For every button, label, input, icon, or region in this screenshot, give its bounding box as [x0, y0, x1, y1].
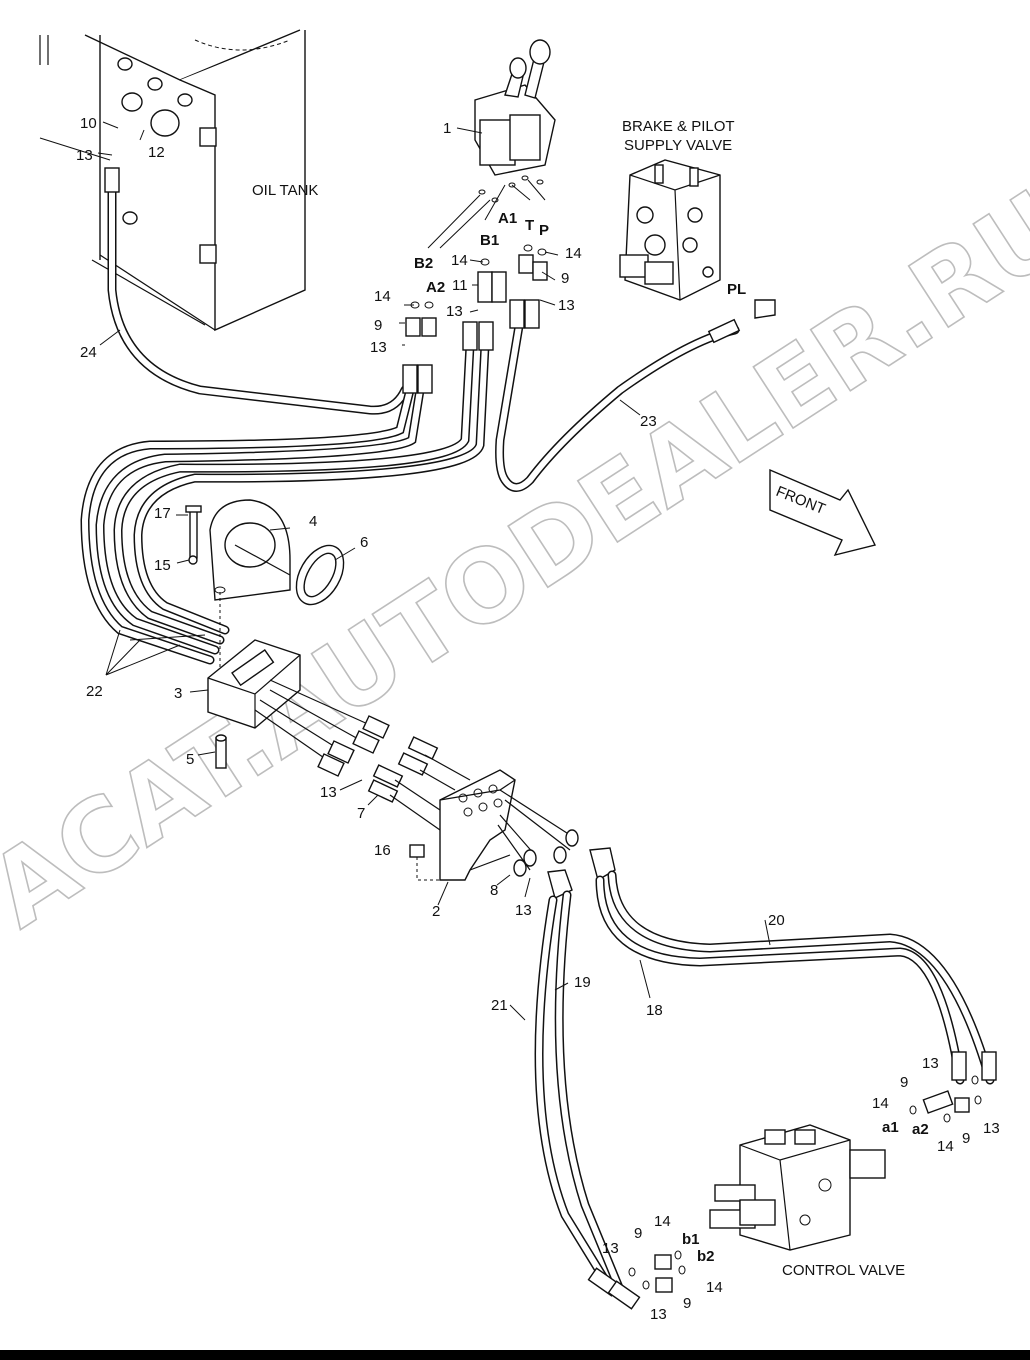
- brake-pilot-supply-valve: [619, 159, 721, 301]
- callout-6: 6: [360, 534, 368, 551]
- callout-13-b2v: 13: [650, 1306, 667, 1323]
- port-b2: b2: [697, 1248, 715, 1265]
- callout-7: 7: [357, 805, 365, 822]
- control-valve-label: CONTROL VALVE: [782, 1262, 905, 1279]
- bolt-16: [409, 844, 440, 881]
- callout-12: 12: [148, 144, 165, 161]
- callout-3: 3: [174, 685, 182, 702]
- leader-lines: [39, 121, 771, 1021]
- callout-9-b1: 9: [634, 1225, 642, 1242]
- callout-14-b1v: 14: [654, 1213, 671, 1230]
- brake-valve-label-line2: SUPPLY VALVE: [624, 137, 732, 154]
- pilot-port-fittings: [402, 175, 548, 394]
- oil-tank: [39, 29, 306, 332]
- callout-10: 10: [80, 115, 97, 132]
- callout-14-b2v: 14: [706, 1279, 723, 1296]
- callout-13-p: 13: [558, 297, 575, 314]
- port-b1: b1: [682, 1231, 700, 1248]
- port-B1: B1: [480, 232, 499, 249]
- callout-13-bracket: 13: [515, 902, 532, 919]
- callout-16: 16: [374, 842, 391, 859]
- callout-14-b1: 14: [451, 252, 468, 269]
- callout-18: 18: [646, 1002, 663, 1019]
- plate-grommet-line: [234, 544, 291, 576]
- callout-19: 19: [574, 974, 591, 991]
- callout-1: 1: [443, 120, 451, 137]
- hoses-19-21: [534, 890, 641, 1310]
- port-A2: A2: [426, 279, 445, 296]
- port-T: T: [525, 217, 534, 234]
- hoses-22: [80, 340, 490, 665]
- callout-13-b1v: 13: [602, 1240, 619, 1257]
- callout-11: 11: [452, 277, 468, 294]
- callout-20: 20: [768, 912, 785, 929]
- control-valve: [709, 1124, 886, 1251]
- callout-14-b2: 14: [374, 288, 391, 305]
- callout-9-b2: 9: [374, 317, 382, 334]
- port-A1: A1: [498, 210, 517, 227]
- callout-4: 4: [309, 513, 317, 530]
- port-a2: a2: [912, 1121, 929, 1138]
- callout-14-a1: 14: [872, 1095, 889, 1112]
- port-P: P: [539, 222, 549, 239]
- bottom-border: [0, 1350, 1030, 1360]
- hose-24: [104, 167, 410, 415]
- port-B2: B2: [414, 255, 433, 272]
- callout-13-b2: 13: [370, 339, 387, 356]
- bolt-17: [185, 505, 202, 565]
- pilot-control-valve: [474, 39, 556, 176]
- pin-5: [215, 734, 227, 769]
- bracket-2: [439, 769, 516, 881]
- callout-13-tank: 13: [76, 147, 93, 164]
- callout-9-a1: 9: [900, 1074, 908, 1091]
- callout-23: 23: [640, 413, 657, 430]
- port-PL: PL: [727, 281, 746, 298]
- brake-valve-label-line1: BRAKE & PILOT: [622, 118, 735, 135]
- callout-13-a2: 13: [983, 1120, 1000, 1137]
- oil-tank-label: OIL TANK: [252, 182, 318, 199]
- callout-21: 21: [491, 997, 508, 1014]
- center-hoses: [254, 679, 471, 831]
- callout-9-a2: 9: [962, 1130, 970, 1147]
- control-valve-fittings: [628, 1075, 982, 1293]
- callout-13-a1v: 13: [922, 1055, 939, 1072]
- hoses-18-20: [595, 870, 997, 1085]
- callout-13-a1: 13: [446, 303, 463, 320]
- front-arrow: FRONT: [769, 468, 877, 557]
- callout-22: 22: [86, 683, 103, 700]
- callout-17: 17: [154, 505, 171, 522]
- callout-24: 24: [80, 344, 97, 361]
- grommet-6: [295, 544, 345, 606]
- callout-9-b2v: 9: [683, 1295, 691, 1312]
- callout-14-a2: 14: [937, 1138, 954, 1155]
- callout-13-block: 13: [320, 784, 337, 801]
- callout-14-p: 14: [565, 245, 582, 262]
- callout-15: 15: [154, 557, 171, 574]
- clamp-block-3: [207, 639, 301, 729]
- port-a1: a1: [882, 1119, 899, 1136]
- callout-5: 5: [186, 751, 194, 768]
- callout-2: 2: [432, 903, 440, 920]
- plate-4: [209, 499, 291, 601]
- callout-8: 8: [490, 882, 498, 899]
- callout-9-p: 9: [561, 270, 569, 287]
